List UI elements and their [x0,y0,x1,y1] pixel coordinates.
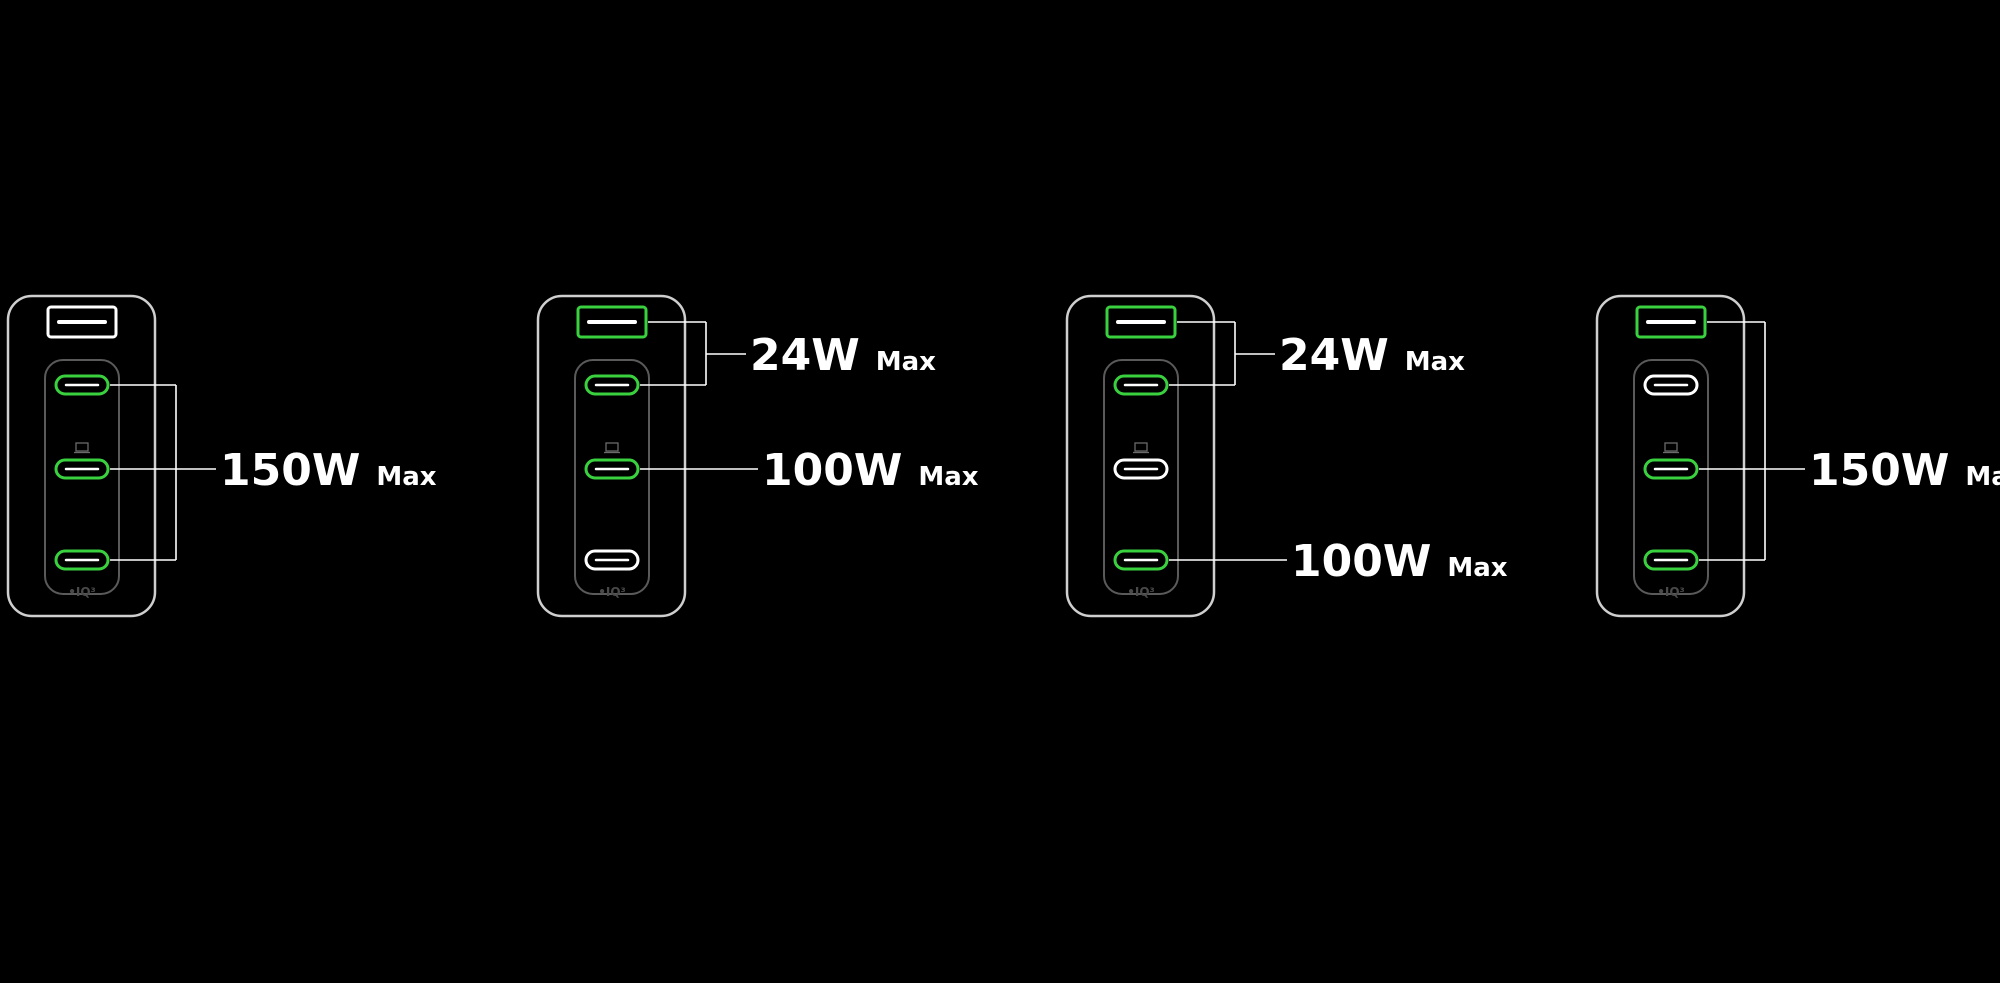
charger-body-outline [536,294,687,618]
usb-c1-port [584,374,640,396]
power-label: 150W Max [1809,445,2000,496]
usb-c1-port [1643,374,1699,396]
power-label: 24W Max [750,330,936,381]
wattage-unit: Max [1965,462,2000,492]
wattage-unit: Max [1405,347,1465,377]
usb-c3-port [584,549,640,571]
wattage-unit: Max [1447,553,1507,583]
usb-a-port [1105,305,1177,339]
power-label: 24W Max [1279,330,1465,381]
port-panel-outline [1633,359,1709,595]
port-panel-outline [44,359,120,595]
charger-2: •IQ³ 24W Max 100W Max [536,294,979,618]
wattage-unit: Max [918,462,978,492]
usb-c2-port [1643,458,1699,480]
charger-body-outline [1065,294,1216,618]
usb-c2-port [1113,458,1169,480]
wattage-value: 100W [762,445,902,496]
wattage-unit: Max [876,347,936,377]
usb-c3-port [1643,549,1699,571]
wattage-value: 150W [220,445,360,496]
wattage-value: 24W [1279,330,1389,381]
usb-c2-port [584,458,640,480]
brand-mark: •IQ³ [68,585,96,599]
wattage-value: 150W [1809,445,1949,496]
usb-c2-port [54,458,110,480]
power-label: 100W Max [1291,536,1508,587]
wattage-value: 24W [750,330,860,381]
brand-mark: •IQ³ [1657,585,1685,599]
laptop-icon [1134,442,1148,452]
port-panel-outline [1103,359,1179,595]
usb-c1-port [54,374,110,396]
laptop-icon [605,442,619,452]
charger-1: •IQ³ 150W Max [6,294,437,618]
charger-body-outline [1595,294,1746,618]
laptop-icon [75,442,89,452]
brand-mark: •IQ³ [598,585,626,599]
usb-a-port [576,305,648,339]
charger-body-outline [6,294,157,618]
brand-mark: •IQ³ [1127,585,1155,599]
laptop-icon [1664,442,1678,452]
usb-a-port [1635,305,1707,339]
usb-c1-port [1113,374,1169,396]
wattage-value: 100W [1291,536,1431,587]
port-panel-outline [574,359,650,595]
power-label: 150W Max [220,445,437,496]
wattage-unit: Max [376,462,436,492]
charger-4: •IQ³ 150W Max [1595,294,2000,618]
usb-c3-port [1113,549,1169,571]
power-label: 100W Max [762,445,979,496]
usb-c3-port [54,549,110,571]
charger-3: •IQ³ 24W Max 100W Max [1065,294,1508,618]
usb-a-port [46,305,118,339]
